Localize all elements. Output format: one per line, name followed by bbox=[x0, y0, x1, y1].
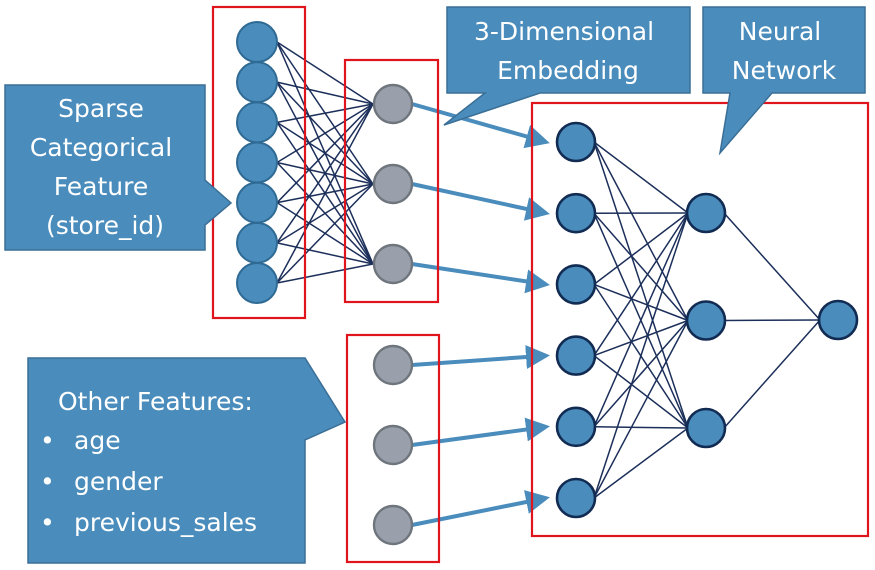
sparse-callout-line-3: Feature bbox=[54, 172, 148, 201]
edge bbox=[276, 41, 374, 105]
other-feature-node bbox=[372, 504, 414, 546]
edge bbox=[723, 212, 821, 321]
nn-input-node bbox=[555, 335, 597, 376]
neural-network-callout: Neural Network bbox=[702, 6, 866, 156]
input-arrow bbox=[411, 182, 550, 221]
edge bbox=[593, 320, 689, 428]
edge bbox=[276, 183, 374, 244]
neural-network-callout-label: Neural Network bbox=[732, 17, 837, 85]
nn-hidden-node bbox=[685, 300, 727, 341]
edge bbox=[276, 81, 374, 105]
embedding-group-box bbox=[343, 58, 440, 304]
edge bbox=[593, 212, 689, 499]
other-feature-item: gender bbox=[74, 467, 163, 496]
embedding-nodes bbox=[372, 83, 414, 285]
edge bbox=[593, 355, 689, 429]
sparse-input-node bbox=[236, 181, 278, 224]
sparse-callout-line-1: Sparse bbox=[58, 94, 144, 123]
edge bbox=[593, 426, 689, 429]
sparse-input-node bbox=[236, 141, 278, 184]
nn-input-node bbox=[555, 121, 597, 163]
edge bbox=[593, 427, 689, 499]
neural-network-callout-shape bbox=[702, 6, 866, 156]
other-features-group-box bbox=[345, 333, 441, 564]
embedding-callout-line-2: Embedding bbox=[497, 56, 639, 85]
sparse-callout-line-4: (store_id) bbox=[46, 211, 164, 240]
sparse-input-node bbox=[236, 262, 278, 304]
edge bbox=[593, 320, 689, 499]
other-feature-node bbox=[372, 344, 414, 386]
edge bbox=[276, 103, 374, 244]
nn-hidden-node bbox=[685, 407, 727, 449]
input-arrow bbox=[411, 262, 550, 294]
neural-network-callout-line-2: Network bbox=[732, 56, 837, 85]
sparse-input-nodes bbox=[236, 21, 278, 304]
other-feature-node bbox=[372, 424, 414, 466]
input-arrows bbox=[411, 102, 550, 527]
sparse-input-node bbox=[236, 21, 278, 63]
edge bbox=[723, 319, 821, 322]
bullet-icon: • bbox=[40, 426, 55, 455]
bullet-icon: • bbox=[40, 508, 55, 537]
embedding-callout-shape bbox=[443, 6, 691, 126]
sparse-feature-group-box bbox=[211, 5, 307, 320]
nn-input-node bbox=[555, 192, 597, 234]
input-arrow bbox=[411, 345, 550, 369]
other-features-list: • age • gender • previous_sales bbox=[40, 426, 257, 537]
embedding-callout-label: 3-Dimensional Embedding bbox=[474, 17, 662, 85]
sparse-input-node bbox=[236, 61, 278, 104]
nn-input-node bbox=[555, 477, 597, 519]
neural-network-nodes bbox=[555, 121, 859, 519]
embedding-node bbox=[372, 243, 414, 285]
neural-network-callout-line-1: Neural bbox=[739, 17, 821, 46]
sparse-callout-shape bbox=[4, 84, 233, 251]
input-arrow bbox=[411, 490, 550, 527]
input-arrow bbox=[411, 102, 550, 149]
bullet-icon: • bbox=[40, 467, 55, 496]
edge bbox=[276, 263, 374, 284]
edge bbox=[276, 103, 374, 124]
edge bbox=[276, 103, 374, 164]
neural-network-edges bbox=[593, 141, 821, 499]
nn-input-node bbox=[555, 406, 597, 448]
other-features-callout: Other Features: • age • gender • previou… bbox=[27, 357, 347, 564]
nn-hidden-node bbox=[685, 192, 727, 234]
input-arrow bbox=[411, 417, 550, 447]
embedding-node bbox=[372, 163, 414, 205]
embedding-callout: 3-Dimensional Embedding bbox=[443, 6, 691, 126]
edge bbox=[593, 212, 689, 321]
edge bbox=[593, 212, 689, 357]
embedding-callout-line-1: 3-Dimensional bbox=[474, 17, 654, 46]
other-feature-item: previous_sales bbox=[74, 508, 257, 537]
edge bbox=[593, 212, 689, 428]
nn-input-node bbox=[555, 264, 597, 305]
sparse-callout-label: Sparse Categorical Feature (store_id) bbox=[30, 94, 180, 240]
other-feature-item: age bbox=[74, 426, 121, 455]
edge bbox=[276, 103, 374, 284]
neural-network-group-box bbox=[530, 101, 870, 538]
sparse-feature-callout: Sparse Categorical Feature (store_id) bbox=[4, 84, 233, 251]
edge bbox=[593, 319, 689, 357]
edge bbox=[593, 141, 689, 321]
other-features-callout-shape bbox=[27, 357, 347, 564]
embedding-node bbox=[372, 83, 414, 125]
edge bbox=[276, 242, 374, 265]
sparse-input-node bbox=[236, 221, 278, 264]
sparse-to-embedding-edges bbox=[276, 41, 374, 284]
edge bbox=[593, 283, 689, 322]
edge bbox=[593, 141, 689, 214]
nn-output-node bbox=[817, 299, 859, 341]
edge bbox=[276, 183, 374, 284]
other-feature-nodes bbox=[372, 344, 414, 546]
other-features-heading: Other Features: bbox=[58, 387, 253, 416]
sparse-input-node bbox=[236, 101, 278, 144]
edge bbox=[723, 319, 821, 429]
edge bbox=[276, 103, 374, 204]
sparse-callout-line-2: Categorical bbox=[30, 133, 172, 162]
edge bbox=[593, 212, 689, 285]
